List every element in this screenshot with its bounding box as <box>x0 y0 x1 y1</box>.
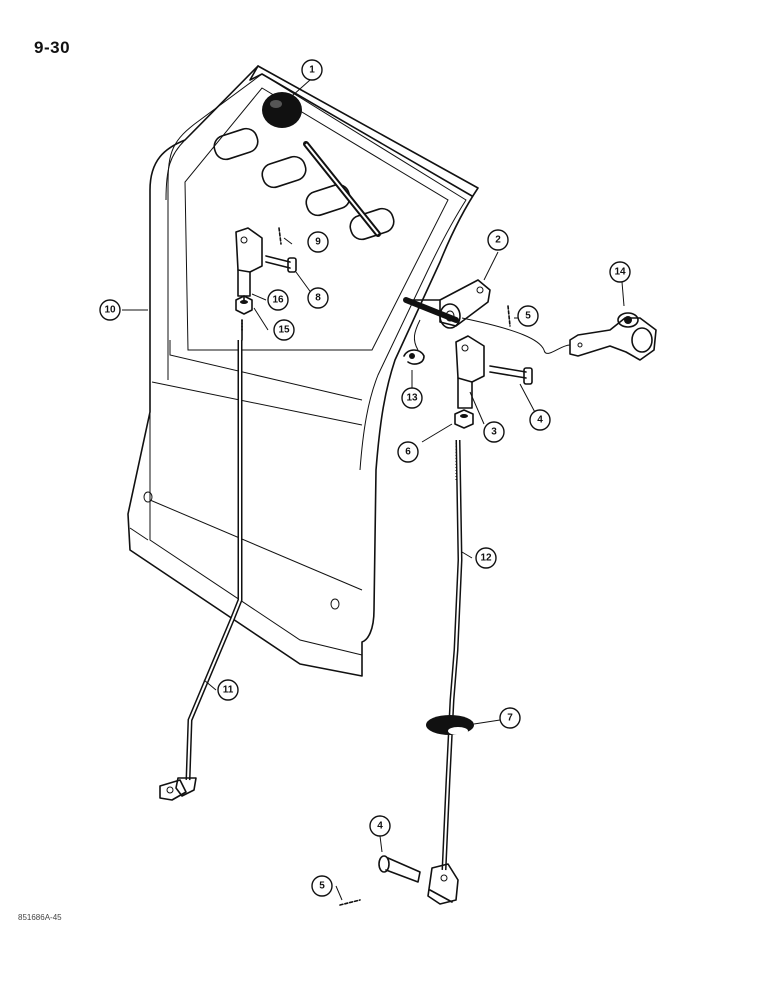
svg-text:13: 13 <box>406 393 418 404</box>
svg-text:4: 4 <box>537 415 543 426</box>
clevis-pin-upper <box>265 255 297 273</box>
callout-6: 6 <box>397 441 419 463</box>
svg-text:2: 2 <box>495 235 501 246</box>
callout-4-upper: 4 <box>529 409 551 431</box>
bell-crank <box>569 312 657 361</box>
svg-text:15: 15 <box>278 325 290 336</box>
svg-text:12: 12 <box>480 553 492 564</box>
callout-8: 8 <box>307 287 329 309</box>
shift-knob <box>262 92 302 128</box>
cotter-pin-lower <box>339 899 361 906</box>
figure-code: 851686A-45 <box>18 913 62 922</box>
callout-16: 16 <box>267 289 289 311</box>
shift-lever <box>303 141 459 323</box>
callout-7: 7 <box>499 707 521 729</box>
shift-arm <box>409 279 491 329</box>
callout-11: 11 <box>217 679 239 701</box>
cotter-pin-upper <box>278 227 282 245</box>
svg-text:3: 3 <box>491 427 497 438</box>
jam-nut-right <box>454 409 474 429</box>
callout-3: 3 <box>483 421 505 443</box>
svg-text:1: 1 <box>309 65 315 76</box>
clevis-lower <box>427 863 459 905</box>
clevis-pin-lower <box>378 855 421 883</box>
svg-text:5: 5 <box>319 881 325 892</box>
svg-text:6: 6 <box>405 447 411 458</box>
callout-10: 10 <box>99 299 121 321</box>
callout-12: 12 <box>475 547 497 569</box>
rod-seal-boot <box>426 715 474 735</box>
callout-4-lower: 4 <box>369 815 391 837</box>
callout-9: 9 <box>307 231 329 253</box>
clevis-pin-right <box>489 365 533 385</box>
spring-clip <box>403 319 425 365</box>
cotter-pin-right <box>507 305 511 327</box>
svg-text:11: 11 <box>223 685 234 696</box>
svg-text:8: 8 <box>315 293 321 304</box>
svg-text:10: 10 <box>104 305 116 316</box>
shift-console-housing <box>127 65 479 677</box>
callout-5-upper: 5 <box>517 305 539 327</box>
clevis-right <box>455 335 485 409</box>
svg-text:7: 7 <box>507 713 513 724</box>
leader-lines <box>122 79 625 901</box>
svg-text:16: 16 <box>272 295 284 306</box>
svg-text:4: 4 <box>377 821 383 832</box>
callout-15: 15 <box>273 319 295 341</box>
callout-5-lower: 5 <box>311 875 333 897</box>
callout-2: 2 <box>487 229 509 251</box>
callout-14: 14 <box>609 261 631 283</box>
svg-text:5: 5 <box>525 311 531 322</box>
shift-rod-left <box>159 319 243 801</box>
jam-nut-upper <box>235 295 253 315</box>
svg-text:9: 9 <box>315 237 321 248</box>
page-number: 9-30 <box>34 38 71 57</box>
shift-rod-right <box>441 439 463 871</box>
callout-1: 1 <box>301 59 323 81</box>
callout-13: 13 <box>401 387 423 409</box>
svg-text:14: 14 <box>614 267 626 278</box>
clevis-upper-left <box>235 227 263 301</box>
